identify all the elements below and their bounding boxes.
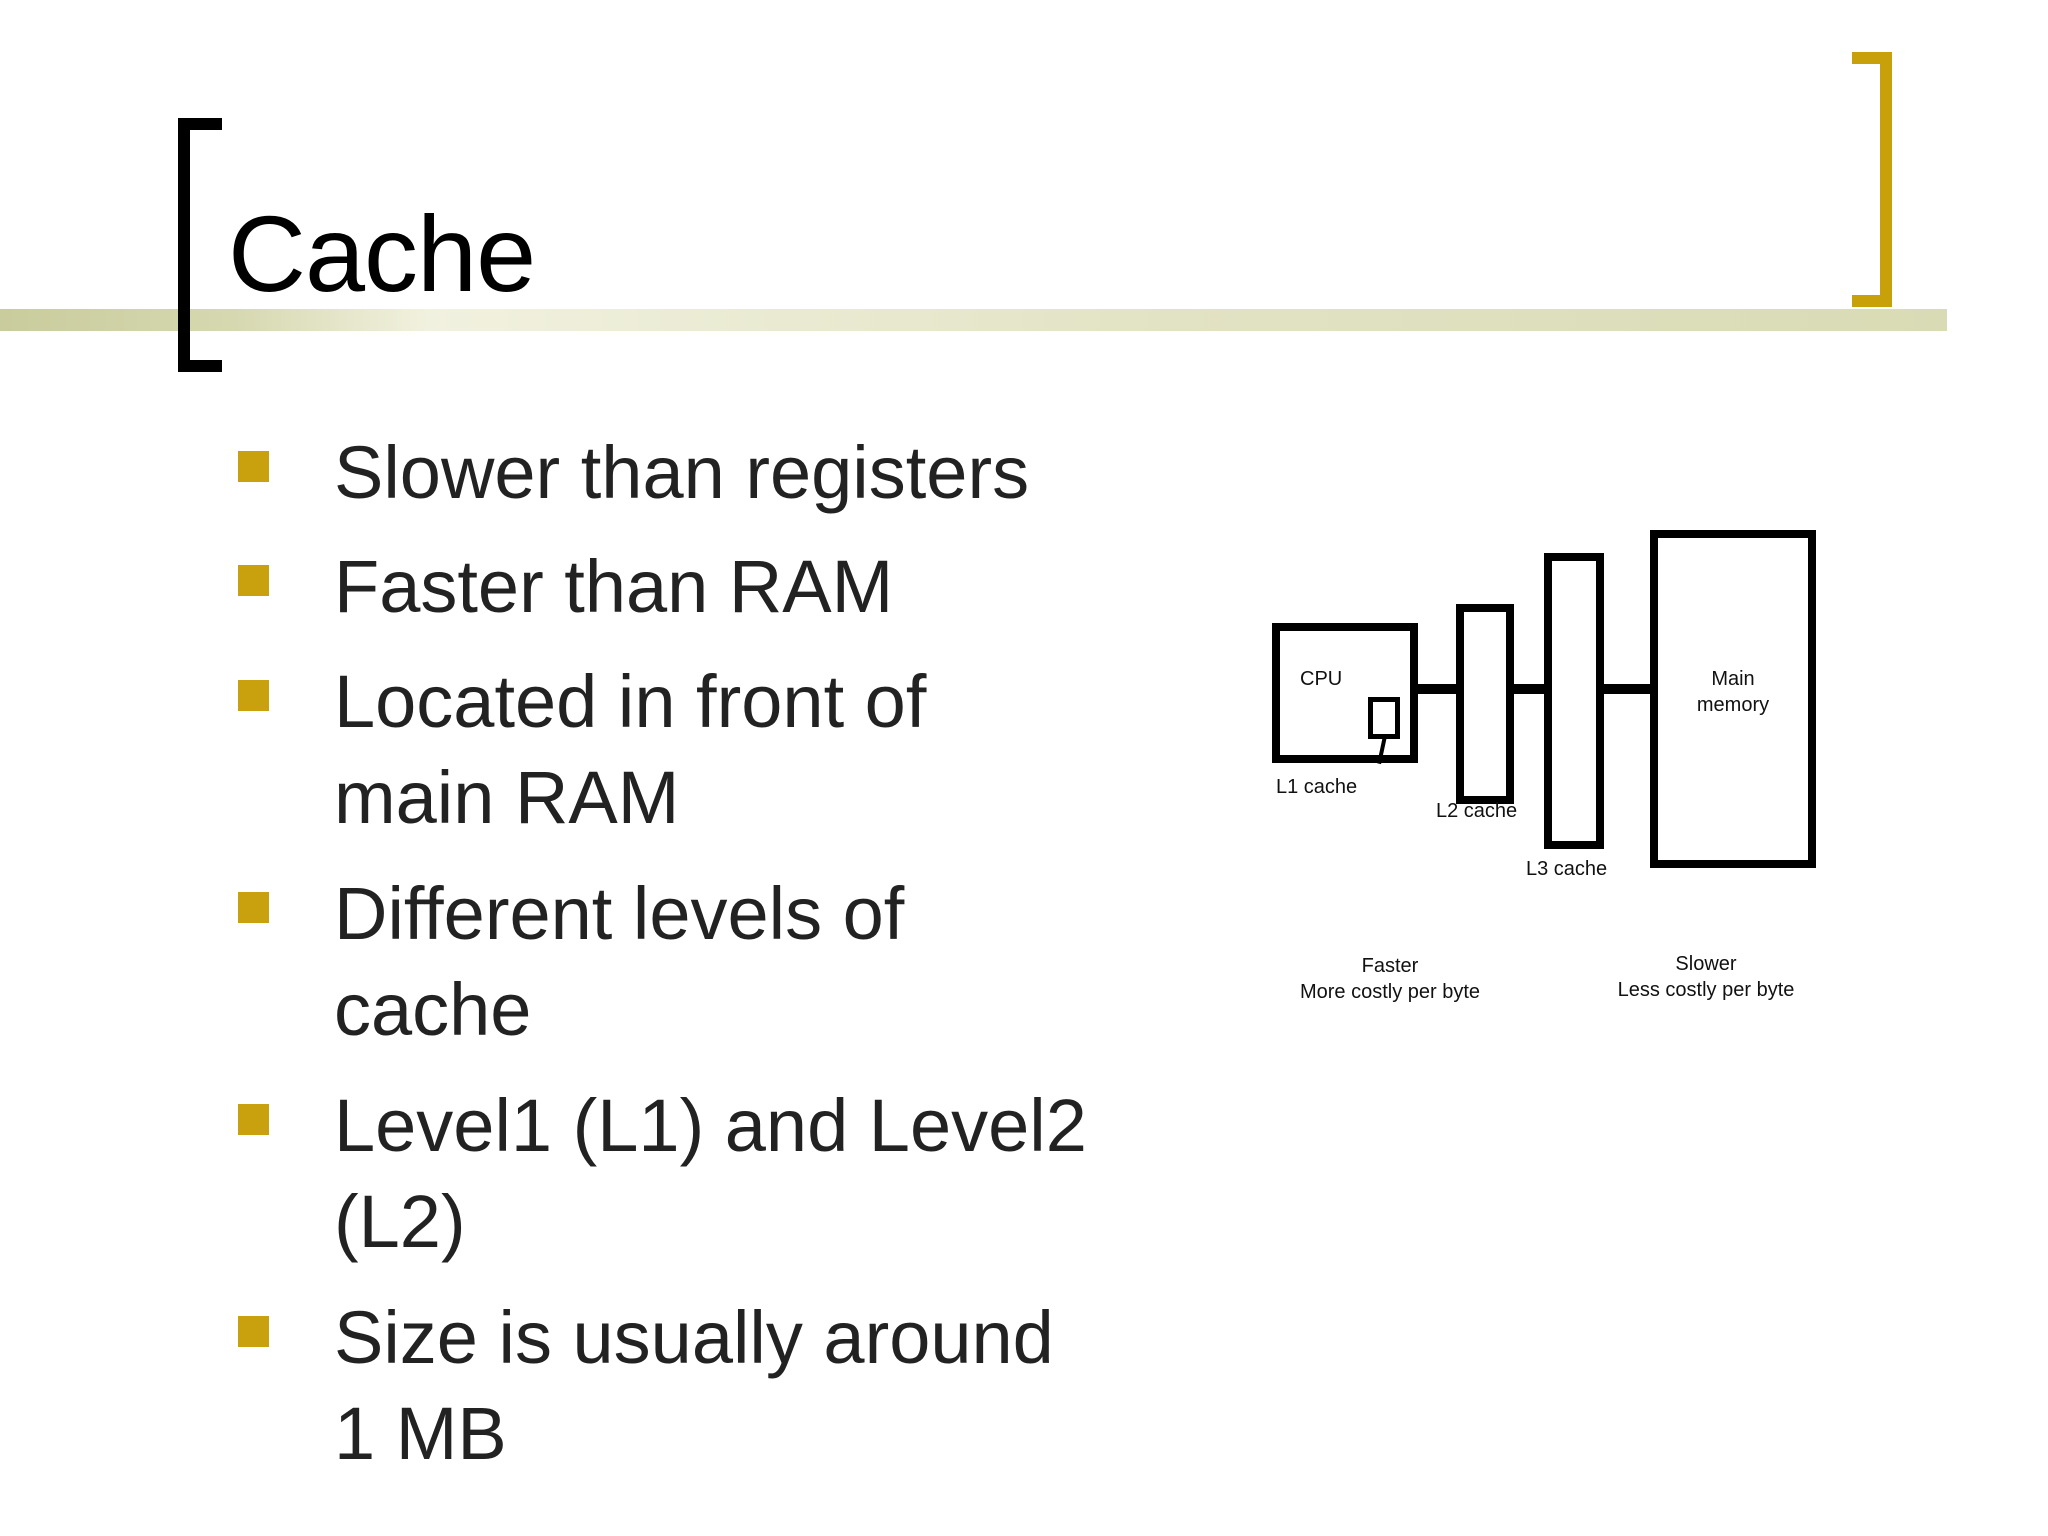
faster-sublabel: More costly per byte [1299,981,1481,1003]
main-memory-label: Main memory [1696,668,1770,716]
l2-cache-box [1456,604,1514,804]
bullet-text: Size is usually around 1 MB [334,1296,1054,1475]
bus-line [1415,684,1645,694]
slower-sublabel: Less costly per byte [1617,979,1795,1001]
cpu-label: CPU [1300,668,1343,690]
slide-title: Cache [228,193,536,314]
bullet-square-icon [238,892,269,923]
bullet-text: Located in front of main RAM [334,660,927,839]
right-bracket-decoration [1852,52,1892,307]
bullet-square-icon [238,1104,269,1135]
l2-cache-label: L2 cache [1436,800,1518,822]
bullet-square-icon [238,1316,269,1347]
bullet-square-icon [238,680,269,711]
bullet-text: Faster than RAM [334,545,894,628]
bullet-text: Different levels of cache [334,872,905,1051]
l3-cache-label: L3 cache [1526,858,1608,880]
l1-cache-box [1368,697,1400,739]
slower-label: Slower [1675,953,1737,975]
main-memory-box [1650,530,1816,868]
title-underline-bar [0,309,1947,331]
memory-hierarchy-diagram: CPU L1 cache L2 cache L3 cache Main memo… [1260,520,1840,1020]
bullet-text: Level1 (L1) and Level2 (L2) [334,1084,1087,1263]
bullet-square-icon [238,565,269,596]
faster-label: Faster [1361,955,1419,977]
left-bracket-decoration [178,118,222,372]
cpu-box [1272,623,1418,763]
bullet-text: Slower than registers [334,431,1030,514]
bullet-square-icon [238,451,269,482]
l3-cache-box [1544,553,1604,849]
l1-cache-label: L1 cache [1276,776,1358,798]
